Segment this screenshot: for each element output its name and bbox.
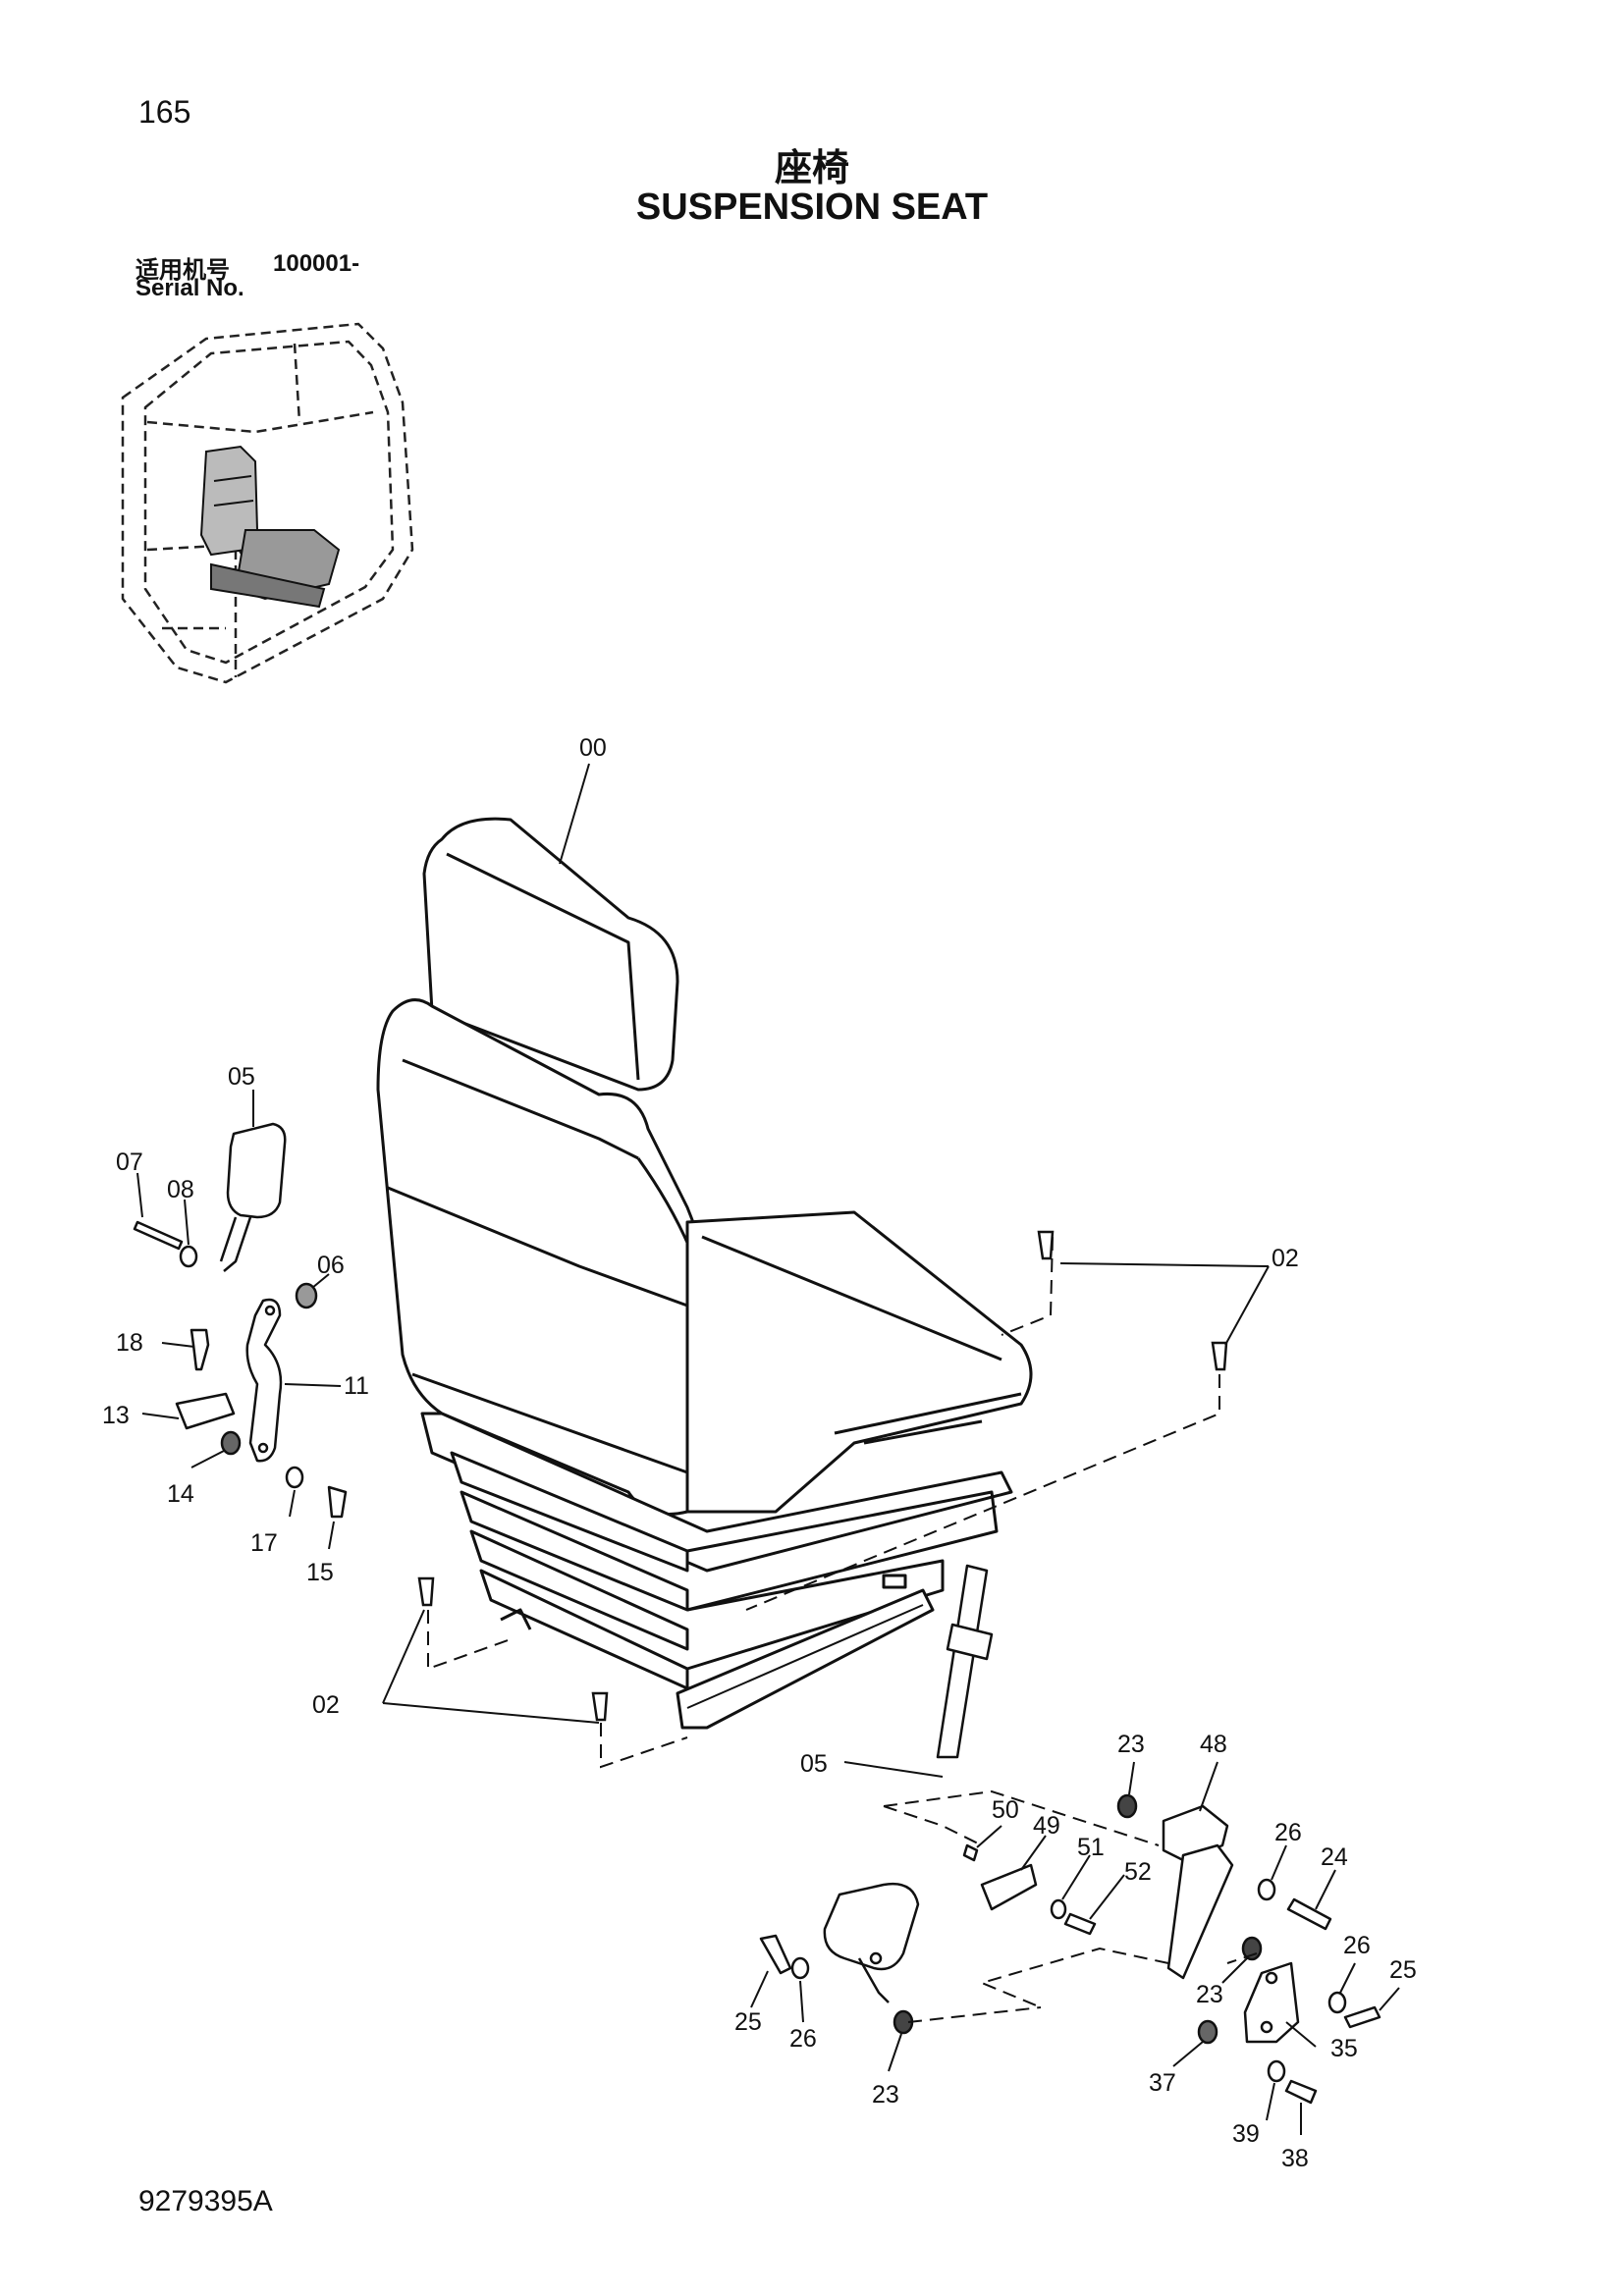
callout-38: 38 xyxy=(1281,2145,1309,2172)
callout-07: 07 xyxy=(116,1148,143,1176)
bracket-35-upper xyxy=(1166,1843,1234,1980)
right-belt-group xyxy=(759,1564,1381,2105)
document-number: 9279395A xyxy=(138,2185,273,2217)
bracket-35 xyxy=(1243,1961,1300,2044)
pin-50 xyxy=(962,1843,979,1862)
washer-26a xyxy=(1257,1878,1276,1901)
washer-26c xyxy=(790,1956,810,1980)
callout-49: 49 xyxy=(1033,1812,1060,1840)
callout-23-mid: 23 xyxy=(1196,1981,1223,2008)
washer-17 xyxy=(285,1466,304,1489)
callout-06: 06 xyxy=(317,1252,345,1279)
callout-11: 11 xyxy=(344,1372,369,1400)
callout-05-right: 05 xyxy=(800,1750,828,1778)
nut-06 xyxy=(295,1282,318,1309)
bolt-25b xyxy=(759,1934,792,1975)
callout-25-left: 25 xyxy=(734,2008,762,2036)
belt-anchor-05 xyxy=(823,1882,920,1971)
serial-label-chinese: 适用机号 xyxy=(135,256,230,284)
bolt-38 xyxy=(1284,2079,1318,2105)
nut-14 xyxy=(220,1430,242,1456)
callout-17: 17 xyxy=(250,1529,278,1557)
bolt-07 xyxy=(133,1220,184,1251)
callout-18: 18 xyxy=(116,1329,143,1357)
callout-26-mid: 26 xyxy=(1343,1932,1371,1959)
bolt-15 xyxy=(327,1485,348,1519)
nut-23a xyxy=(1116,1793,1138,1819)
callout-51: 51 xyxy=(1077,1834,1105,1861)
callout-24: 24 xyxy=(1321,1843,1348,1871)
callout-26-upper: 26 xyxy=(1274,1819,1302,1846)
callout-23-bottom: 23 xyxy=(872,2081,899,2109)
mounting-bolts-02 xyxy=(417,1230,1228,1722)
belt-strap-05 xyxy=(936,1564,989,1759)
callout-25-right: 25 xyxy=(1389,1956,1417,1984)
callout-00: 00 xyxy=(579,734,607,762)
callout-08: 08 xyxy=(167,1176,194,1203)
callout-52: 52 xyxy=(1124,1858,1152,1886)
callout-39: 39 xyxy=(1232,2120,1260,2148)
page-number: 165 xyxy=(138,94,191,130)
callout-26-lower: 26 xyxy=(789,2025,817,2053)
bolt-18 xyxy=(189,1328,210,1371)
leader-lines xyxy=(136,763,1400,2135)
washer-08 xyxy=(179,1245,198,1268)
seat-headrest xyxy=(422,817,679,1092)
callout-23-top: 23 xyxy=(1117,1731,1145,1758)
callout-13: 13 xyxy=(102,1402,130,1429)
assembly-dashed-lines xyxy=(427,1236,1258,2023)
plate-49 xyxy=(980,1863,1038,1911)
callout-50: 50 xyxy=(992,1796,1019,1824)
seat-slide-rail xyxy=(676,1588,935,1730)
callout-labels: 00 05 07 08 06 18 11 13 14 17 15 02 02 0… xyxy=(102,734,1417,2172)
callout-48: 48 xyxy=(1200,1731,1227,1758)
callout-35: 35 xyxy=(1330,2035,1358,2062)
left-belt-buckle-group xyxy=(133,1122,348,1519)
title-english: SUSPENSION SEAT xyxy=(635,187,989,228)
bracket-11 xyxy=(245,1298,283,1463)
washer-39 xyxy=(1267,2059,1286,2083)
cab-location-thumbnail xyxy=(121,322,414,684)
bolt-52 xyxy=(1063,1912,1097,1936)
washer-51 xyxy=(1050,1898,1067,1920)
buckle-05-left xyxy=(226,1122,287,1219)
title-chinese: 座椅 xyxy=(774,146,849,189)
bolt-25a xyxy=(1343,2005,1381,2029)
callout-02-left: 02 xyxy=(312,1691,340,1719)
seat-cushion xyxy=(685,1210,1033,1514)
suspension-seat-assembly xyxy=(376,817,1033,1730)
plate-13 xyxy=(175,1392,236,1430)
callout-37: 37 xyxy=(1149,2069,1176,2097)
nut-37 xyxy=(1197,2019,1218,2045)
callout-14: 14 xyxy=(167,1480,194,1508)
bolt-24 xyxy=(1286,1897,1332,1931)
washer-26b xyxy=(1327,1991,1347,2014)
thumbnail-seat xyxy=(199,445,341,609)
callout-02-right: 02 xyxy=(1272,1245,1299,1272)
serial-label-english: Serial No. xyxy=(135,275,244,301)
callout-15: 15 xyxy=(306,1559,334,1586)
callout-05-left: 05 xyxy=(228,1063,255,1091)
serial-number-value: 100001- xyxy=(273,250,360,277)
